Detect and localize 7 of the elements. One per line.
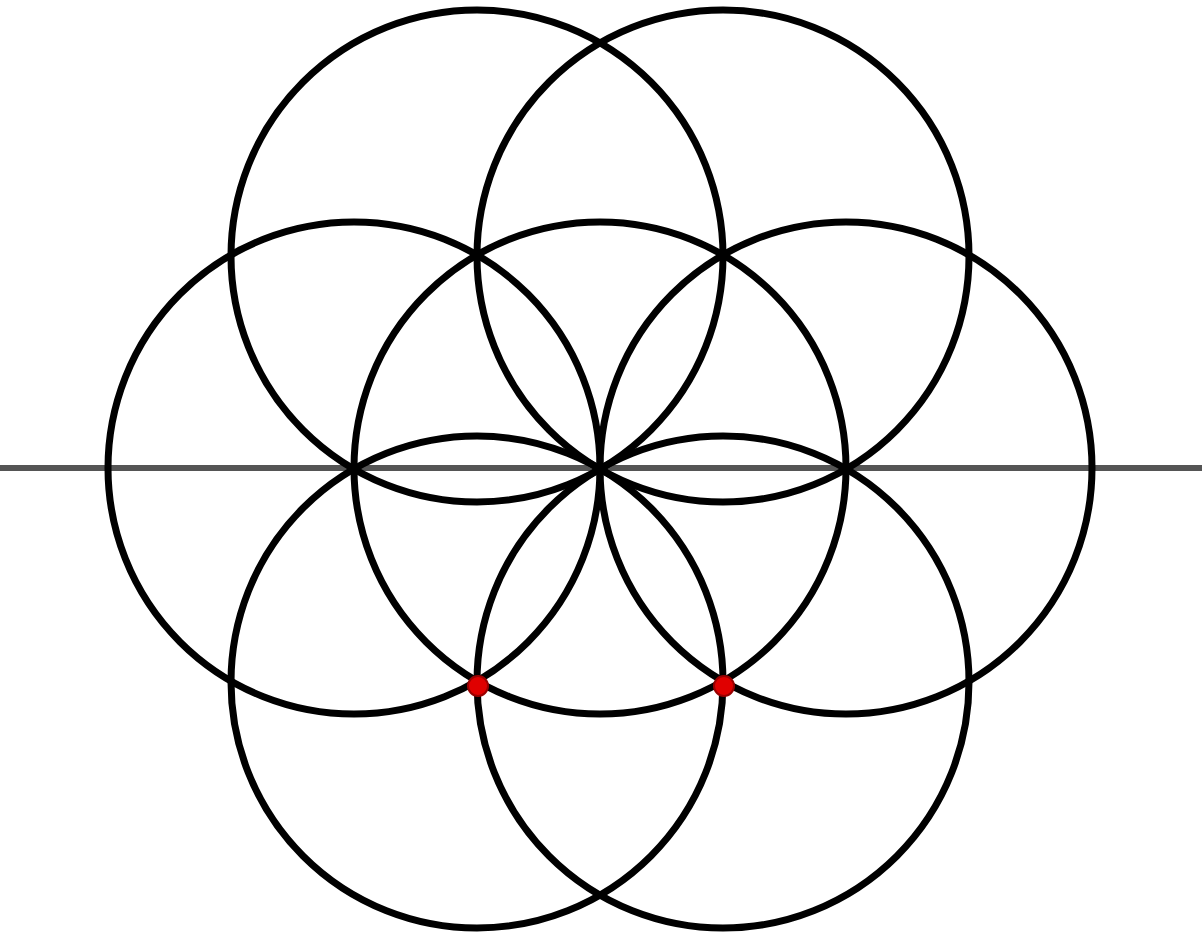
circle	[596, 218, 1096, 718]
circle	[473, 6, 973, 506]
circle	[104, 218, 604, 718]
circle	[350, 218, 850, 718]
circle	[473, 432, 973, 932]
circle	[227, 6, 727, 506]
circle	[227, 432, 727, 932]
